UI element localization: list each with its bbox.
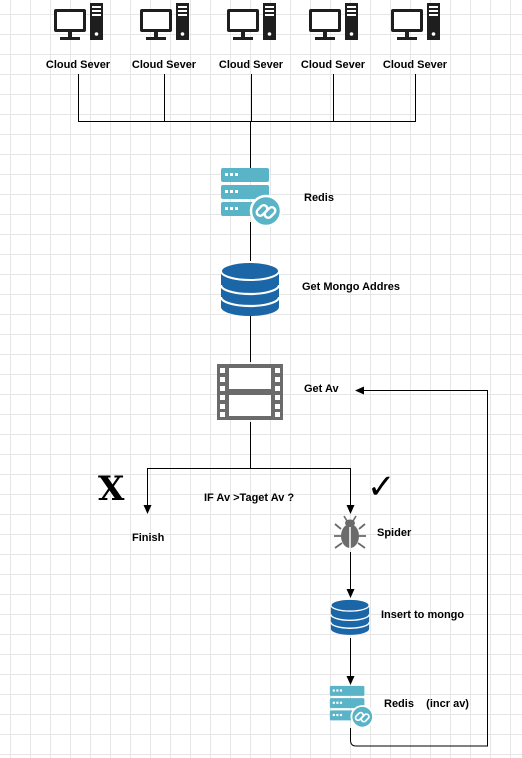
redis-top-label: Redis xyxy=(304,192,334,204)
server-label: Cloud Sever xyxy=(218,59,284,71)
arrow-spider xyxy=(346,505,355,514)
redis-server-icon xyxy=(219,166,283,228)
film-strip-icon xyxy=(217,364,283,420)
computer-icon xyxy=(54,3,103,40)
server-connectors xyxy=(78,74,416,170)
server-label: Cloud Sever xyxy=(300,59,366,71)
redis-server-icon xyxy=(328,684,374,729)
cross-icon: X xyxy=(98,469,125,509)
arrow-heads xyxy=(143,386,364,685)
server-label: Cloud Sever xyxy=(131,59,197,71)
main-flow-lines xyxy=(147,222,488,747)
computer-icon xyxy=(391,3,440,40)
computer-icon xyxy=(227,3,276,40)
database-icon xyxy=(330,598,370,636)
computer-icon xyxy=(140,3,189,40)
mongo-label: Get Mongo Addres xyxy=(302,281,400,293)
finish-label: Finish xyxy=(132,532,165,544)
arrow-redis-bottom xyxy=(346,676,355,685)
server-label: Cloud Sever xyxy=(382,59,448,71)
get-av-label: Get Av xyxy=(304,383,339,395)
database-icon xyxy=(219,260,281,318)
arrow-insert xyxy=(346,589,355,598)
server-label: Cloud Sever xyxy=(45,59,111,71)
computer-icon xyxy=(309,3,358,40)
bug-icon xyxy=(334,515,366,549)
arrow-finish xyxy=(143,505,152,514)
arrow-loop-back xyxy=(355,386,364,395)
insert-mongo-label: Insert to mongo xyxy=(381,609,465,621)
check-icon: ✓ xyxy=(367,467,396,507)
redis-bottom-label: Redis (incr av) xyxy=(384,698,469,710)
spider-label: Spider xyxy=(377,527,412,539)
condition-label: IF Av >Taget Av ? xyxy=(204,492,295,504)
